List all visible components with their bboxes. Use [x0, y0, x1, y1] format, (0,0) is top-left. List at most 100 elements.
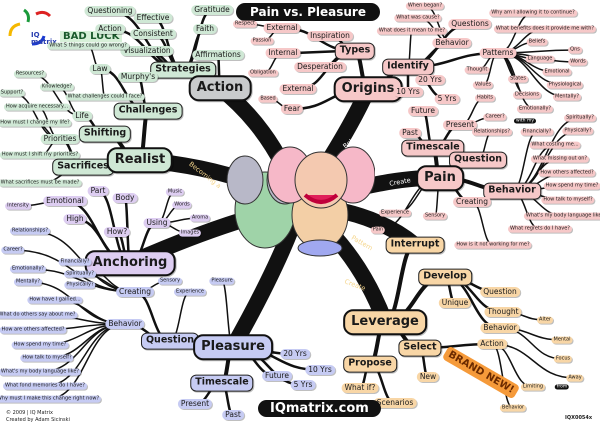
node-qns: Qns — [568, 46, 582, 54]
node-what-was-cause: What was cause? — [394, 14, 442, 22]
node-career: Career? — [483, 113, 507, 121]
node-external: External — [279, 83, 317, 95]
node-question: Question — [480, 286, 520, 298]
node-consistent: Consistent — [130, 28, 176, 40]
node-alter: Alter — [537, 316, 553, 324]
node-music: Music — [165, 188, 185, 196]
node-states: States — [508, 75, 528, 83]
node-words: Words — [172, 201, 192, 209]
node-how-have-i-gained: How have I gained... — [27, 296, 83, 304]
node-unique: Unique — [438, 297, 472, 309]
node-action: Action — [477, 338, 507, 350]
node-action: Action — [188, 75, 252, 101]
node-pleasure: Pleasure — [193, 334, 273, 360]
node-resources: Resources? — [13, 70, 47, 78]
node-new: New — [416, 371, 440, 383]
node-why-must-i-make-this-change-right-now: Why must I make this change right now? — [0, 395, 102, 403]
node-behavior: Behavior — [480, 322, 520, 334]
node-scenarios: Scenarios — [373, 397, 417, 409]
node-financially: Financially? — [58, 258, 92, 266]
node-gratitude: Gratitude — [191, 4, 233, 16]
node-question: Question — [140, 332, 200, 350]
node-how-talk-to-myself: How talk to myself? — [541, 196, 595, 204]
node-how-spend-my-time: How spend my time? — [11, 341, 69, 349]
node-how-spend-my-time: How spend my time? — [543, 182, 600, 190]
node-internal: Internal — [265, 47, 301, 59]
node-what-challenges-could-i-face: What challenges could I face? — [65, 93, 145, 101]
node-emotionally: Emotionally? — [516, 105, 554, 113]
node-priorities: Priorities — [40, 133, 80, 145]
node-behavior: Behavior — [105, 318, 145, 330]
node-experience: Experience — [379, 209, 411, 217]
node-law: Law — [89, 63, 111, 75]
node-behavior: Behavior — [432, 37, 472, 49]
node-pleasure: Pleasure — [209, 277, 235, 285]
node-how-are-others-affected: How are others affected? — [0, 326, 67, 334]
node-questions: Questions — [448, 18, 492, 30]
node-creating: Creating — [453, 196, 491, 208]
node-how-is-it-not-working-for-me: How is it not working for me? — [454, 241, 532, 249]
node-visualization: Visualization — [120, 45, 174, 57]
node-decisions: Decisions — [513, 91, 541, 99]
node-fear: Fear — [280, 103, 304, 115]
node-5-yrs: 5 Yrs — [290, 379, 316, 391]
node-intensity: Intensity — [5, 202, 31, 210]
node-5-yrs: 5 Yrs — [434, 93, 460, 105]
node-thought: Thought — [484, 306, 522, 318]
bad-luck-heading: BAD LUCK — [60, 31, 123, 42]
node-values: Values — [472, 81, 494, 89]
node-emotionally: Emotionally? — [9, 265, 47, 273]
branch-label: from — [554, 384, 570, 390]
node-past: Past — [399, 127, 421, 139]
node-thought: Thought — [464, 66, 490, 74]
node-financially: Financially? — [520, 128, 554, 136]
node-behavior: Behavior — [483, 182, 541, 200]
node-knowledge: Knowledge? — [39, 83, 75, 91]
node-what-fond-memories-do-i-have: What fond memories do I have? — [3, 382, 87, 390]
node-images: Images — [178, 229, 202, 237]
node-what-regrets-do-i-have: What regrets do I have? — [508, 225, 572, 233]
node-life: Life — [72, 110, 92, 122]
node-using: Using — [143, 217, 171, 229]
node-anchoring: Anchoring — [84, 250, 176, 276]
node-challenges: Challenges — [113, 102, 183, 120]
node-what-do-others-say-about-me: What do others say about me? — [0, 311, 78, 319]
node-experience: Experience — [174, 288, 206, 296]
node-strategies: Strategies — [150, 61, 216, 79]
node-timescale: Timescale — [401, 139, 465, 157]
node-mental: Mental — [551, 336, 573, 344]
node-what-missing-out-on: What missing out on? — [530, 155, 590, 163]
node-types: Types — [334, 42, 376, 60]
branch-label: with my — [513, 118, 537, 124]
node-external: External — [263, 22, 301, 34]
node-why-am-i-allowing-it-to-continue: Why am I allowing it to continue? — [489, 9, 577, 17]
node-passion: Passion — [250, 37, 274, 45]
node-10-yrs: 10 Yrs — [305, 364, 335, 376]
node-pain: Pain — [370, 226, 386, 234]
node-what-if: What if? — [341, 382, 379, 394]
node-questioning: Questioning — [84, 5, 136, 17]
node-origins: Origins — [333, 76, 403, 102]
node-10-yrs: 10 Yrs — [393, 86, 423, 98]
node-behavior: Behavior — [499, 404, 527, 412]
node-how: How? — [103, 226, 131, 238]
node-pain: Pain — [416, 165, 464, 191]
node-sensory: Sensory — [157, 277, 183, 285]
logo-text: IQ matrix — [31, 31, 57, 46]
node-future: Future — [408, 105, 438, 117]
node-action: Action — [95, 23, 125, 35]
node-identify: Identify — [382, 58, 434, 76]
website-label: IQmatrix.com — [258, 400, 381, 417]
node-faith: Faith — [193, 23, 217, 35]
node-20-yrs: 20 Yrs — [415, 74, 445, 86]
node-20-yrs: 20 Yrs — [280, 348, 310, 360]
node-how-others-affected: How others affected? — [538, 169, 596, 177]
node-high: High — [63, 213, 87, 225]
node-what-costing-me: What costing me... — [529, 141, 581, 149]
node-present: Present — [177, 398, 213, 410]
node-spiritually: Spiritually? — [64, 270, 96, 278]
connector-line — [471, 201, 494, 246]
node-select: Select — [398, 339, 442, 357]
node-what-s-my-body-language-like: What's my body language like? — [0, 368, 82, 376]
map-code: IQX0054x — [565, 415, 593, 421]
